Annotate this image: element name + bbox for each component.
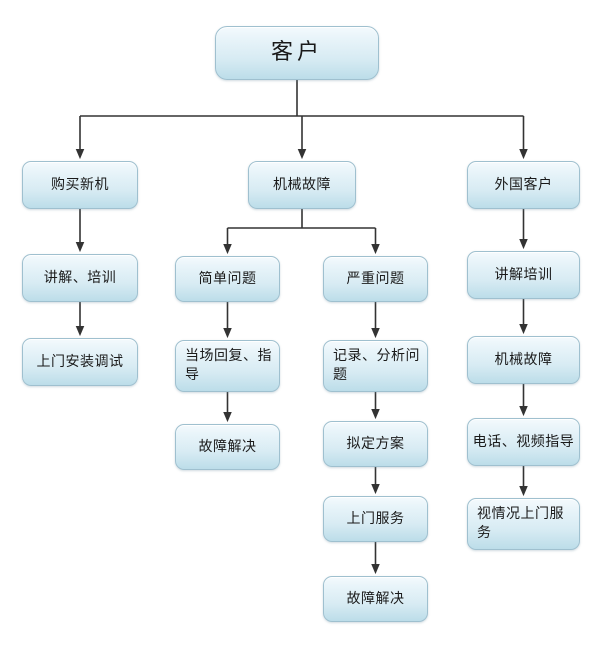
flow-node-c4r3[interactable]: 拟定方案 [323,421,428,467]
flow-node-label: 机械故障 [273,176,331,193]
flow-node-label: 机械故障 [494,351,553,368]
flow-node-c4r1[interactable]: 严重问题 [323,256,428,302]
flow-node-c3r1[interactable]: 简单问题 [175,256,280,302]
flow-node-c5r4[interactable]: 电话、视频指导 [467,418,580,466]
flow-node-c5r1[interactable]: 外国客户 [467,161,580,209]
flow-node-c3r3[interactable]: 故障解决 [175,424,280,470]
flow-node-label: 当场回复、指导 [185,348,272,383]
flow-node-label: 讲解、培训 [43,269,117,286]
flow-node-c2r1[interactable]: 机械故障 [248,161,356,209]
flow-node-label: 拟定方案 [346,435,405,452]
flow-node-c1r2[interactable]: 讲解、培训 [22,254,138,302]
flow-node-label: 外国客户 [494,176,553,193]
flow-node-c4r4[interactable]: 上门服务 [323,496,428,542]
flow-node-label: 上门安装调试 [36,353,124,370]
edge-group [75,80,528,575]
flow-node-label: 电话、视频指导 [472,433,575,450]
flow-node-label: 严重问题 [346,270,405,287]
flow-node-label: 客户 [270,40,323,66]
flow-node-c5r5[interactable]: 视情况上门服务 [467,498,580,550]
flow-node-c1r3[interactable]: 上门安装调试 [22,338,138,386]
flow-node-label: 故障解决 [198,438,257,455]
flow-node-c1r1[interactable]: 购买新机 [22,161,138,209]
flow-node-label: 购买新机 [51,176,109,193]
flow-node-c5r3[interactable]: 机械故障 [467,336,580,384]
flow-node-label: 故障解决 [346,590,405,607]
flow-node-c5r2[interactable]: 讲解培训 [467,251,580,299]
flow-node-label: 上门服务 [346,510,405,527]
flow-node-c4r2[interactable]: 记录、分析问题 [323,340,428,392]
flow-node-c3r2[interactable]: 当场回复、指导 [175,340,280,392]
flow-node-c4r5[interactable]: 故障解决 [323,576,428,622]
flow-node-label: 简单问题 [198,270,257,287]
flow-node-label: 视情况上门服务 [477,506,564,541]
flow-node-label: 讲解培训 [494,266,553,283]
flow-node-root[interactable]: 客户 [215,26,379,80]
flow-node-label: 记录、分析问题 [333,348,420,383]
